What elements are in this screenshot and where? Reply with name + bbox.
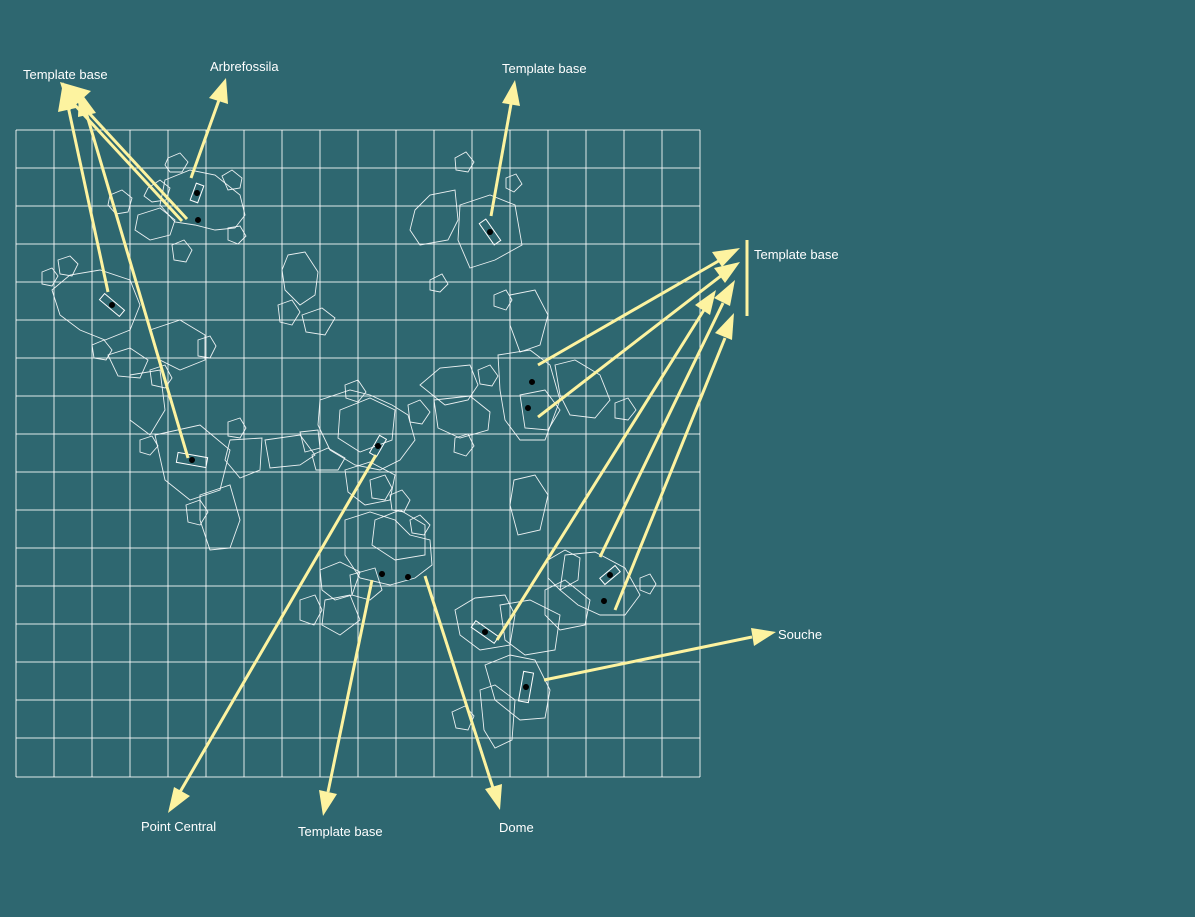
- marker-template-base-8: [599, 564, 621, 586]
- arrow-template-base-right-3: [495, 290, 716, 641]
- label-dome: Dome: [499, 820, 534, 835]
- arrow-point-central: [168, 454, 378, 813]
- arrow-template-base-right-2: [537, 262, 740, 419]
- label-template-base-top-left: Template base: [23, 67, 108, 82]
- marker-template-base-5: [526, 376, 538, 388]
- arrow-template-base-right-5: [613, 313, 734, 611]
- arrow-template-base-top-center: [489, 80, 520, 217]
- arrow-template-base-bottom: [319, 579, 374, 816]
- marker-template-base-6: [522, 402, 534, 414]
- arrow-souche: [543, 628, 776, 682]
- map-grid: [15, 129, 701, 778]
- label-template-base-bottom: Template base: [298, 824, 383, 839]
- marker-template-base-9: [598, 596, 610, 606]
- arrow-dome: [423, 575, 502, 810]
- label-souche: Souche: [778, 627, 822, 642]
- marker-arbrefossila: [189, 182, 205, 204]
- marker-point-central: [368, 434, 388, 458]
- label-point-central: Point Central: [141, 819, 216, 834]
- arrow-template-base-right-1: [537, 248, 740, 367]
- marker-template-base-3: [175, 451, 209, 469]
- label-arbrefossila: Arbrefossila: [210, 59, 279, 74]
- arrow-template-base-top-left-2: [71, 101, 184, 223]
- arrow-template-base-right-4: [598, 280, 735, 558]
- marker-template-base-1: [192, 214, 204, 226]
- marker-template-base-4: [478, 218, 502, 246]
- arrow-template-base-top-left-4: [78, 90, 190, 459]
- marker-souche: [517, 670, 535, 704]
- arrow-arbrefossila: [189, 78, 228, 179]
- label-template-base-top-center: Template base: [502, 61, 587, 76]
- marker-template-base-10: [470, 619, 500, 645]
- marker-template-base-2: [98, 292, 126, 318]
- terrain-outlines: [41, 151, 657, 749]
- label-template-base-right: Template base: [754, 247, 839, 262]
- arrow-template-base-top-left-3: [58, 82, 110, 293]
